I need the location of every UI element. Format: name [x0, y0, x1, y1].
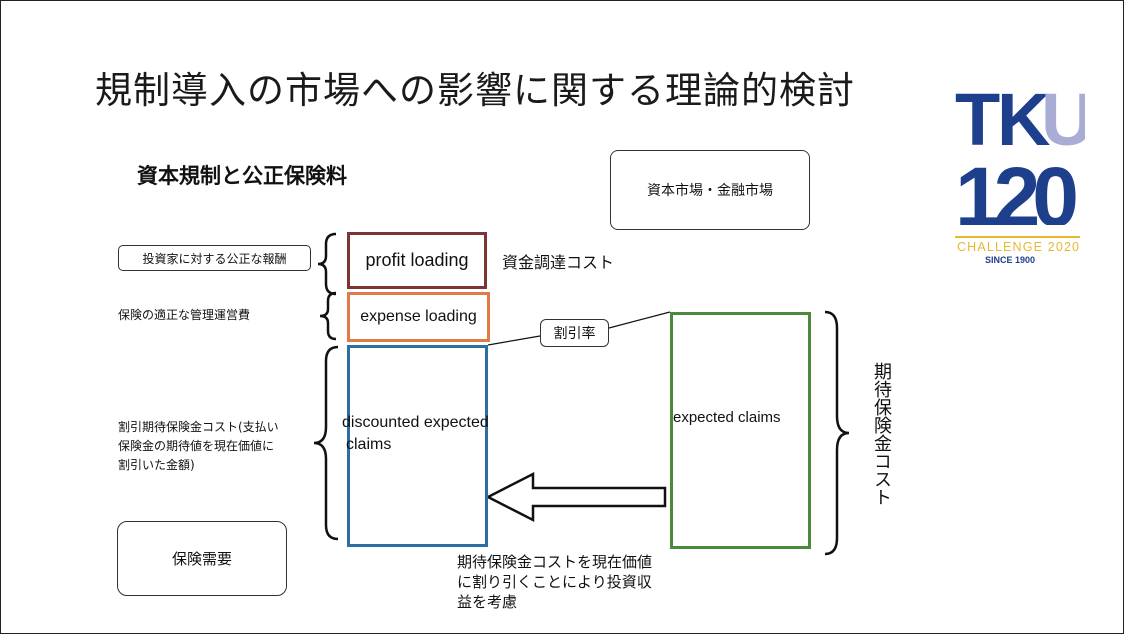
expected-cost-vertical-label: 期待保険金コスト	[871, 362, 892, 506]
logo-letter-k: K	[997, 85, 1050, 161]
bottom-note-line: に割り引くことにより投資収	[457, 573, 652, 591]
logo-since: SINCE 1900	[985, 255, 1035, 265]
expense-loading-label: expense loading	[360, 308, 477, 325]
discount-line-left	[487, 335, 541, 346]
brace-expected	[824, 310, 850, 556]
discount-explanation: 割引期待保険金コスト(支払い 保険金の期待値を現在価値に 割引いた金額)	[118, 418, 279, 475]
bottom-note-line: 期待保険金コストを現在価値	[457, 553, 653, 571]
logo-letter-t: T	[955, 85, 1000, 161]
brace-discounted	[313, 345, 339, 541]
profit-loading-box: profit loading	[347, 232, 487, 289]
funding-cost-label: 資金調達コスト	[502, 253, 615, 272]
expected-claims-box: expected claims	[670, 312, 811, 549]
market-box-label: 資本市場・金融市場	[647, 183, 773, 199]
market-box: 資本市場・金融市場	[610, 150, 810, 230]
bottom-note-line: 益を考慮	[457, 593, 518, 611]
arrow-left-icon	[485, 471, 667, 523]
discount-explanation-line: 割引期待保険金コスト(支払い	[118, 420, 279, 434]
discounted-claims-box: discounted expected claims	[342, 345, 489, 547]
profit-loading-label: profit loading	[365, 250, 469, 270]
discount-rate-label: 割引率	[553, 326, 596, 342]
diagram-heading: 資本規制と公正保険料	[137, 164, 347, 188]
expense-loading-box: expense loading	[347, 292, 490, 342]
admin-cost-label: 保険の適正な管理運営費	[118, 308, 251, 322]
investor-reward-text: 投資家に対する公正な報酬	[142, 251, 287, 266]
discounted-claims-label: claims	[346, 436, 392, 453]
logo-tagline: CHALLENGE 2020	[957, 240, 1079, 254]
discount-rate-box: 割引率	[540, 319, 609, 347]
brace-profit	[317, 232, 337, 296]
discount-explanation-line: 保険金の期待値を現在価値に	[118, 439, 275, 453]
expected-claims-label: expected claims	[673, 409, 781, 426]
discount-line-right	[608, 311, 671, 329]
discount-explanation-line: 割引いた金額)	[118, 458, 195, 472]
brace-expense	[319, 291, 337, 341]
slide-title: 規制導入の市場への影響に関する理論的検討	[95, 69, 855, 112]
bottom-note: 期待保険金コストを現在価値 に割り引くことにより投資収 益を考慮	[457, 552, 652, 612]
insurance-demand-label: 保険需要	[171, 550, 232, 568]
discounted-claims-label: discounted expected	[342, 414, 489, 431]
investor-reward-label: 投資家に対する公正な報酬	[118, 245, 311, 271]
insurance-demand-box: 保険需要	[117, 521, 287, 596]
